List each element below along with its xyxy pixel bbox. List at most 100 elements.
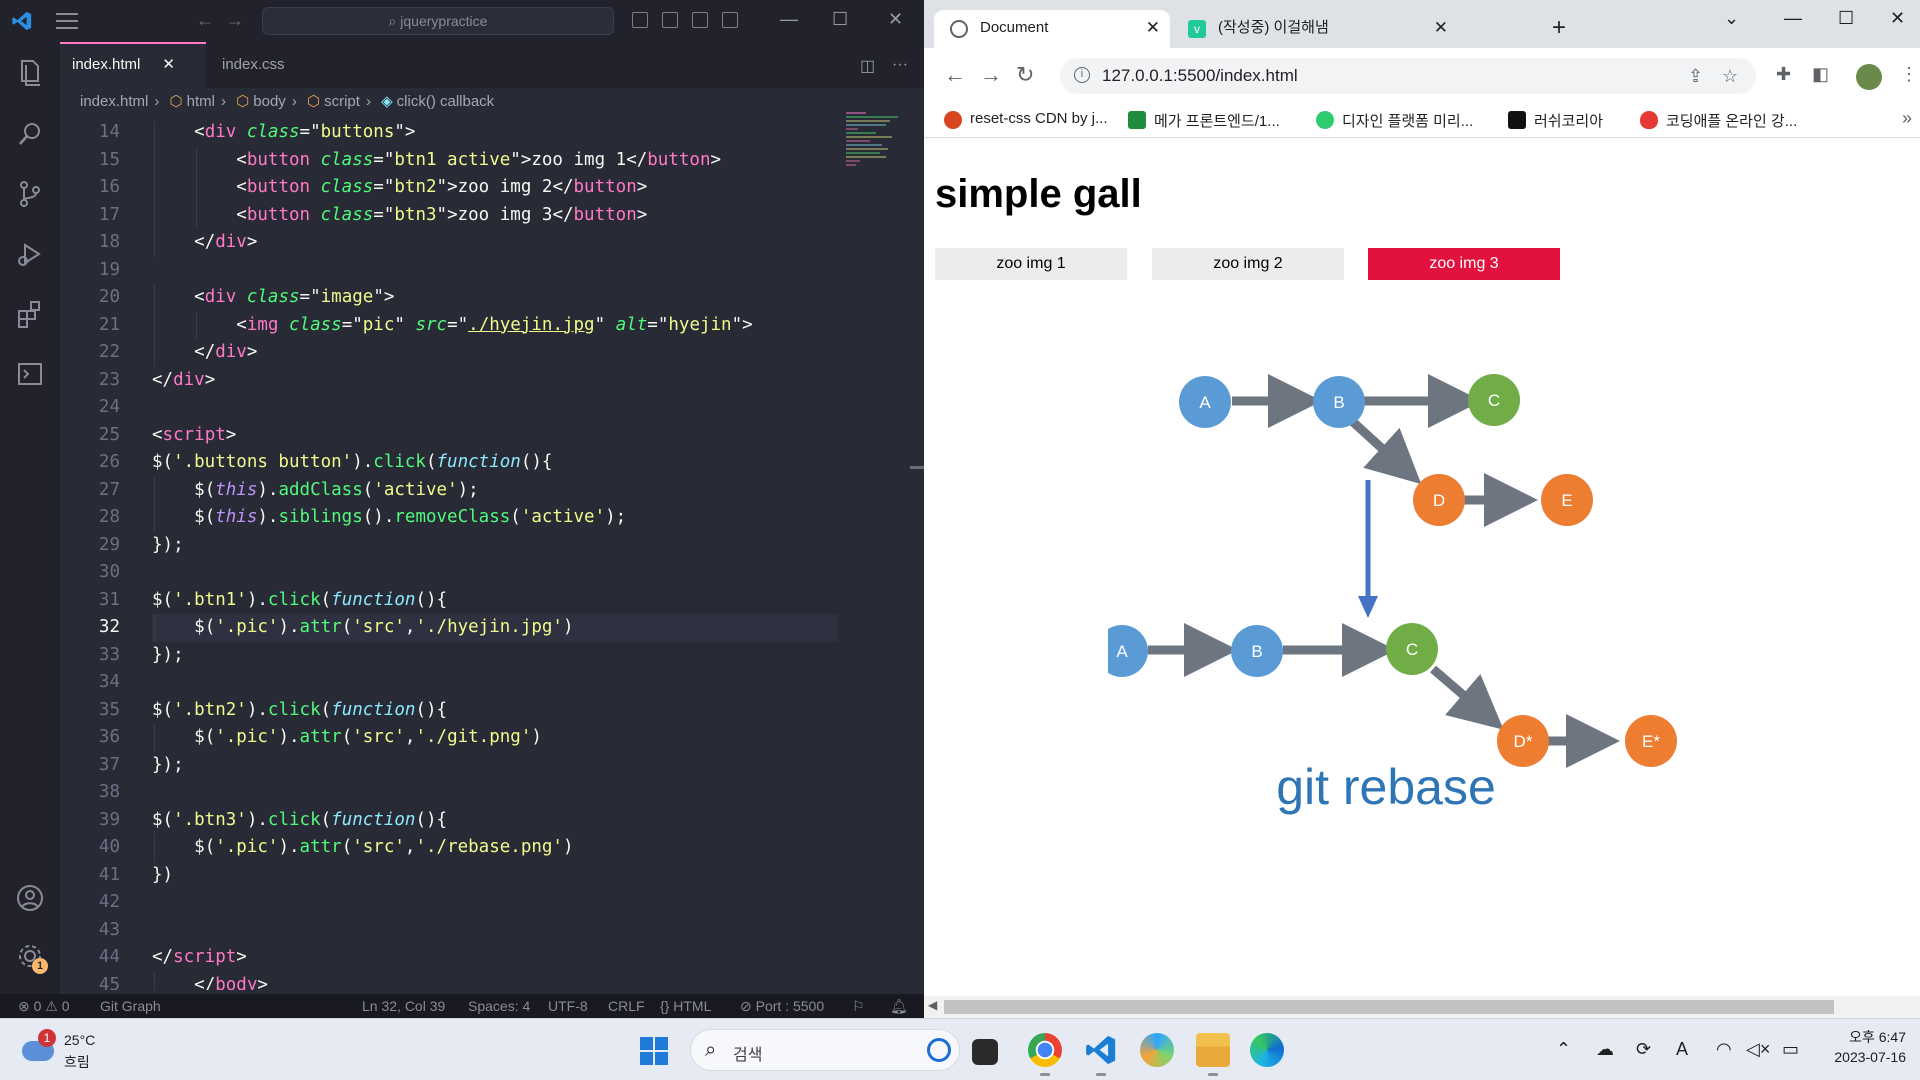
breadcrumb-item[interactable]: html (186, 93, 215, 110)
volume-muted-icon[interactable]: ◁× (1746, 1039, 1771, 1059)
code-line[interactable]: 37}); (60, 752, 840, 780)
extensions-icon[interactable] (14, 298, 46, 330)
code-line[interactable]: 32 $('.pic').attr('src','./hyejin.jpg') (60, 614, 840, 642)
minimap[interactable] (846, 112, 906, 212)
problems-indicator[interactable]: ⊗ 0 ⚠ 0 (18, 998, 70, 1014)
bing-icon[interactable] (927, 1038, 951, 1062)
chrome-tab-velog[interactable]: v (작성중) 이걸해냄 ✕ (1172, 10, 1458, 48)
forward-arrow-icon[interactable]: → (226, 10, 244, 30)
breadcrumb-item[interactable]: click() callback (396, 93, 495, 110)
code-line[interactable]: 20 <div class="image"> (60, 284, 840, 312)
command-center-search[interactable]: ⌕ jquerypractice (262, 7, 614, 35)
extensions-puzzle-icon[interactable]: ✚ (1776, 64, 1792, 84)
weather-widget[interactable]: 1 25°C 흐림 (22, 1029, 112, 1073)
close-tab-icon[interactable]: ✕ (1433, 18, 1448, 37)
git-graph-button[interactable]: Git Graph (100, 998, 161, 1014)
chrome-tab-document[interactable]: Document ✕ (934, 10, 1170, 48)
zoo-img-3-button[interactable]: zoo img 3 (1368, 248, 1560, 280)
forward-arrow-icon[interactable]: → (980, 62, 1002, 87)
breadcrumb-item[interactable]: script (324, 93, 360, 110)
code-line[interactable]: 36 $('.pic').attr('src','./git.png') (60, 724, 840, 752)
code-line[interactable]: 33}); (60, 642, 840, 670)
settings-gear-icon[interactable]: 1 (14, 940, 48, 974)
bookmark-item[interactable]: 디자인 플랫폼 미리... (1316, 110, 1473, 131)
code-line[interactable]: 45 </body> (60, 972, 840, 991)
code-line[interactable]: 41}) (60, 862, 840, 890)
toggle-secondary-sidebar-icon[interactable] (692, 12, 708, 28)
show-hidden-icons-chevron-icon[interactable]: ⌃ (1556, 1039, 1572, 1059)
code-line[interactable]: 43 (60, 917, 840, 945)
code-line[interactable]: 38 (60, 779, 840, 807)
explorer-icon[interactable] (14, 56, 46, 88)
tab-search-chevron-icon[interactable]: ⌄ (1724, 8, 1740, 28)
side-panel-icon[interactable]: ◧ (1812, 64, 1830, 84)
photos-app-icon[interactable] (1140, 1033, 1174, 1067)
wifi-icon[interactable]: ◠ (1716, 1039, 1732, 1059)
search-icon[interactable] (14, 118, 46, 150)
code-line[interactable]: 25<script> (60, 422, 840, 450)
onedrive-cloud-icon[interactable]: ☁ (1596, 1039, 1614, 1059)
run-debug-icon[interactable] (14, 238, 46, 270)
close-button[interactable]: ✕ (888, 9, 904, 29)
scrollbar-thumb[interactable] (944, 1000, 1834, 1014)
close-tab-icon[interactable]: ✕ (1145, 18, 1160, 37)
close-button[interactable]: ✕ (1890, 8, 1906, 28)
chrome-menu-icon[interactable]: ⋮ (1900, 64, 1918, 84)
code-line[interactable]: 15 <button class="btn1 active">zoo img 1… (60, 147, 840, 175)
horizontal-scrollbar[interactable]: ◀ (924, 996, 1920, 1018)
taskbar-search[interactable]: ⌕ 검색 (690, 1029, 960, 1071)
maximize-button[interactable]: ☐ (832, 9, 849, 29)
encoding-indicator[interactable]: UTF-8 (548, 998, 588, 1014)
task-view-icon[interactable] (972, 1039, 998, 1065)
minimize-button[interactable]: — (780, 9, 798, 29)
notifications-bell-icon[interactable]: 🔔︎ (890, 998, 908, 1014)
feedback-icon[interactable]: ⚐ (852, 998, 865, 1014)
file-explorer-icon[interactable] (1196, 1033, 1230, 1076)
language-mode[interactable]: {} HTML (660, 998, 712, 1014)
indentation-indicator[interactable]: Spaces: 4 (468, 998, 531, 1014)
toggle-panel-icon[interactable] (662, 12, 678, 28)
share-icon[interactable]: ⇪ (1688, 66, 1704, 86)
code-line[interactable]: 44</script> (60, 944, 840, 972)
code-line[interactable]: 18 </div> (60, 229, 840, 257)
live-server-port[interactable]: ⊘ Port : 5500 (740, 998, 825, 1014)
minimize-button[interactable]: — (1784, 8, 1802, 28)
code-line[interactable]: 28 $(this).siblings().removeClass('activ… (60, 504, 840, 532)
chrome-app-icon[interactable] (1028, 1033, 1062, 1076)
code-line[interactable]: 19 (60, 257, 840, 285)
breadcrumb-item[interactable]: body (253, 93, 286, 110)
tab-index-html[interactable]: index.html✕ (60, 42, 206, 88)
source-control-icon[interactable] (14, 178, 46, 210)
code-editor[interactable]: 14 <div class="buttons">15 <button class… (60, 122, 840, 990)
cursor-position[interactable]: Ln 32, Col 39 (362, 998, 446, 1014)
accounts-icon[interactable] (14, 882, 46, 914)
vscode-app-icon[interactable] (1084, 1033, 1118, 1076)
sync-icon[interactable]: ⟳ (1636, 1039, 1652, 1059)
system-clock[interactable]: 오후 6:47 2023-07-16 (1816, 1027, 1906, 1067)
close-tab-icon[interactable]: ✕ (162, 56, 175, 73)
more-bookmarks-chevron-icon[interactable]: » (1901, 108, 1912, 128)
code-line[interactable]: 30 (60, 559, 840, 587)
code-line[interactable]: 35$('.btn2').click(function(){ (60, 697, 840, 725)
code-line[interactable]: 16 <button class="btn2">zoo img 2</butto… (60, 174, 840, 202)
code-line[interactable]: 23</div> (60, 367, 840, 395)
zoo-img-1-button[interactable]: zoo img 1 (935, 248, 1127, 280)
battery-icon[interactable]: ▭ (1782, 1039, 1800, 1059)
split-editor-icon[interactable]: ◫ (860, 58, 876, 75)
maximize-button[interactable]: ☐ (1838, 8, 1855, 28)
ime-language-icon[interactable]: A (1676, 1039, 1689, 1059)
customize-layout-icon[interactable] (722, 12, 738, 28)
eol-indicator[interactable]: CRLF (608, 998, 645, 1014)
remote-explorer-icon[interactable] (14, 358, 46, 390)
code-line[interactable]: 42 (60, 889, 840, 917)
start-button-windows-icon[interactable] (640, 1037, 668, 1065)
bookmark-item[interactable]: 메가 프론트엔드/1... (1128, 110, 1280, 131)
bookmark-item[interactable]: reset-css CDN by j... (944, 110, 1108, 129)
toggle-primary-sidebar-icon[interactable] (632, 12, 648, 28)
reload-icon[interactable]: ↻ (1016, 62, 1035, 87)
code-line[interactable]: 34 (60, 669, 840, 697)
code-line[interactable]: 39$('.btn3').click(function(){ (60, 807, 840, 835)
hamburger-menu-icon[interactable] (56, 13, 78, 29)
scroll-left-arrow-icon[interactable]: ◀ (928, 998, 938, 1012)
code-line[interactable]: 21 <img class="pic" src="./hyejin.jpg" a… (60, 312, 840, 340)
